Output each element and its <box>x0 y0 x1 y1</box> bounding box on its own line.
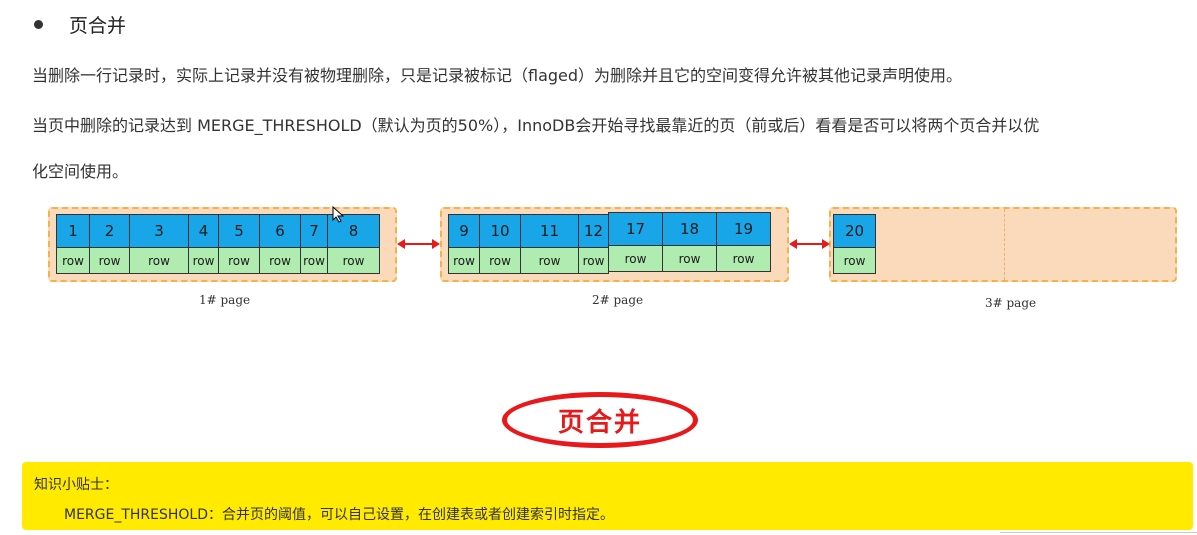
record-cell: 5 <box>218 214 260 248</box>
record-cell: 1 <box>56 214 90 248</box>
row-cell: row <box>188 247 219 274</box>
page-3-box: 20 row <box>829 207 1177 282</box>
link-arrow-2-3 <box>789 239 830 249</box>
page-3-label: 3# page <box>985 296 1037 310</box>
row-cell: row <box>56 247 90 274</box>
tip-box: 知识小贴士： MERGE_THRESHOLD：合并页的阈值，可以自己设置，在创建… <box>22 462 1193 530</box>
bullet-icon <box>34 19 43 29</box>
record-cell: 4 <box>188 214 219 248</box>
row-cell: row <box>479 247 521 274</box>
record-cell: 8 <box>327 214 380 248</box>
record-cell: 12 <box>578 214 609 248</box>
row-cell: row <box>300 247 328 274</box>
row-cell: row <box>259 247 301 274</box>
paragraph-3: 化空间使用。 <box>32 162 129 181</box>
tip-body: MERGE_THRESHOLD：合并页的阈值，可以自己设置，在创建表或者创建索引… <box>64 507 615 523</box>
bottom-divider <box>1000 532 1197 533</box>
page-divider <box>1004 209 1005 280</box>
row-cell: row <box>608 245 663 272</box>
row-cell: row <box>218 247 260 274</box>
row-cell: row <box>327 247 380 274</box>
row-cell: row <box>662 245 717 272</box>
row-cell: row <box>833 247 876 274</box>
row-cell: row <box>578 247 609 274</box>
page-1-box: 1 2 3 4 5 6 7 8 row row row row row row … <box>48 207 397 282</box>
record-cell: 20 <box>833 214 876 248</box>
row-cell: row <box>129 247 189 274</box>
record-cell: 19 <box>716 212 771 246</box>
stamp-text: 页合并 <box>557 407 642 438</box>
record-cell: 18 <box>662 212 717 246</box>
record-cell: 7 <box>300 214 328 248</box>
heading-text: 页合并 <box>69 14 127 37</box>
row-cell: row <box>716 245 771 272</box>
merge-stamp: 页合并 <box>502 392 698 448</box>
mouse-cursor-icon <box>332 206 344 223</box>
paragraph-2: 当页中删除的记录达到 MERGE_THRESHOLD（默认为页的50%），Inn… <box>32 116 1040 135</box>
row-cell: row <box>448 247 480 274</box>
record-cell: 11 <box>520 214 579 248</box>
record-cell: 3 <box>129 214 189 248</box>
record-cell: 6 <box>259 214 301 248</box>
record-cell: 17 <box>608 212 663 246</box>
page-2-box: 9 10 11 12 17 18 19 row row row row row … <box>440 207 789 282</box>
record-cell: 2 <box>89 214 130 248</box>
link-arrow-1-2 <box>397 239 440 249</box>
page-1-label: 1# page <box>199 293 251 307</box>
section-heading: 页合并 <box>34 10 126 38</box>
record-cell: 9 <box>448 214 480 248</box>
paragraph-1: 当删除一行记录时，实际上记录并没有被物理删除，只是记录被标记（flaged）为删… <box>32 66 963 85</box>
tip-title: 知识小贴士： <box>34 477 118 493</box>
row-cell: row <box>89 247 130 274</box>
row-cell: row <box>520 247 579 274</box>
record-cell: 10 <box>479 214 521 248</box>
page-2-label: 2# page <box>592 293 644 307</box>
